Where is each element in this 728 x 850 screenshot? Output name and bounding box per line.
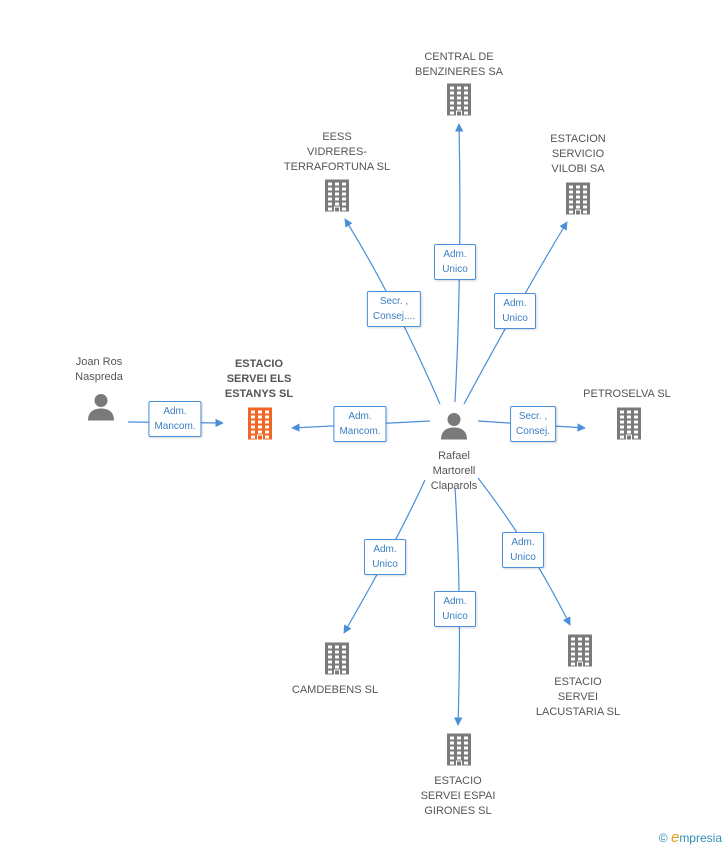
- copyright-symbol: ©: [658, 831, 668, 845]
- relation-label-rafael-to-espai[interactable]: Adm. Unico: [434, 591, 476, 627]
- brand-initial: e: [670, 829, 680, 846]
- rafael-label[interactable]: Rafael Martorell Claparols: [430, 450, 478, 492]
- relation-label-rafael-to-lacustaria[interactable]: Adm. Unico: [502, 532, 544, 568]
- relation-label-rafael-to-vilobi[interactable]: Adm. Unico: [494, 293, 536, 329]
- camdebens-label[interactable]: CAMDEBENS SL: [291, 684, 379, 696]
- eess-label[interactable]: EESS VIDRERES- TERRAFORTUNA SL: [283, 131, 391, 173]
- petroselva-label[interactable]: PETROSELVA SL: [583, 388, 671, 400]
- relation-label-joan-to-estanys[interactable]: Adm. Mancom.: [148, 401, 202, 437]
- brand-name: mpresia: [679, 831, 722, 845]
- joan-label[interactable]: Joan Ros Naspreda: [75, 356, 123, 383]
- relation-label-rafael-to-camdebens[interactable]: Adm. Unico: [364, 539, 406, 575]
- camdebens-building-icon[interactable]: [322, 641, 352, 680]
- petroselva-building-icon[interactable]: [614, 406, 644, 445]
- empresia-logo: © empresia: [659, 829, 722, 846]
- relation-label-rafael-to-estanys[interactable]: Adm. Mancom.: [333, 406, 387, 442]
- estanys-building-icon[interactable]: [245, 406, 275, 445]
- vilobi-label[interactable]: ESTACION SERVICIO VILOBI SA: [550, 133, 606, 175]
- joan-person-icon[interactable]: [86, 392, 116, 427]
- espai-building-icon[interactable]: [444, 732, 474, 771]
- rafael-person-icon[interactable]: [439, 411, 469, 446]
- espai-label[interactable]: ESTACIO SERVEI ESPAI GIRONES SL: [420, 775, 496, 817]
- estanys-label[interactable]: ESTACIO SERVEI ELS ESTANYS SL: [224, 358, 294, 400]
- lacustaria-label[interactable]: ESTACIO SERVEI LACUSTARIA SL: [535, 676, 621, 718]
- relation-label-rafael-to-eess[interactable]: Secr. , Consej....: [366, 291, 422, 327]
- central-building-icon[interactable]: [444, 82, 474, 121]
- vilobi-building-icon[interactable]: [563, 181, 593, 220]
- lacustaria-building-icon[interactable]: [565, 633, 595, 672]
- eess-building-icon[interactable]: [322, 178, 352, 217]
- relation-label-rafael-to-central[interactable]: Adm. Unico: [434, 244, 476, 280]
- central-label[interactable]: CENTRAL DE BENZINERES SA: [414, 51, 504, 78]
- relation-label-rafael-to-petroselva[interactable]: Secr. , Consej.: [510, 406, 556, 442]
